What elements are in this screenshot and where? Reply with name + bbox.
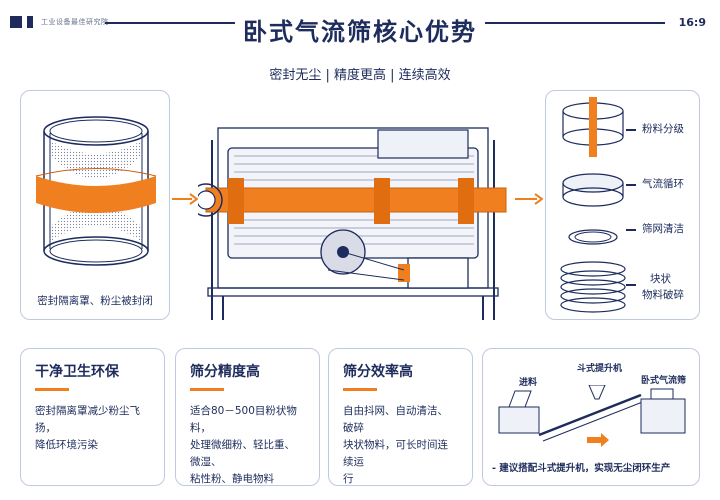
feature-card-clean: 干净卫生环保 密封隔离罩减少粉尘飞扬， 降低环境污染 <box>20 348 165 486</box>
production-line-illustration <box>498 385 686 447</box>
flow-label-bucket-elevator: 斗式提升机 <box>577 364 623 374</box>
part-label-lump: 块状 <box>650 273 671 285</box>
part-label-airflow-circulation: 气流循环 <box>642 178 684 190</box>
feature-card-efficiency-line-3: 行 <box>343 473 354 485</box>
label-leader-3 <box>626 229 636 231</box>
feature-card-precision-line-3: 粘性粉、静电物料 <box>190 473 274 485</box>
feature-card-efficiency-line-2: 块状物料，可长时间连续运 <box>343 439 448 468</box>
sealed-cylinder-illustration <box>35 116 157 266</box>
feature-card-precision-line-1: 适合80－500目粉状物料， <box>190 405 297 434</box>
feature-card-clean-line-2: 降低环境污染 <box>35 439 98 451</box>
production-line-card: 进料 斗式提升机 卧式气流筛 <box>482 348 700 486</box>
part-label-material-crushing: 物料破碎 <box>642 289 684 301</box>
header-rule-left <box>105 22 235 24</box>
part-label-mesh-cleaning: 筛网清洁 <box>642 223 684 235</box>
feature-card-clean-title: 干净卫生环保 <box>35 364 119 380</box>
brand-logo-icon <box>10 16 22 28</box>
accent-bar <box>343 388 377 391</box>
sealed-enclosure-caption: 密封隔离罩、粉尘被封闭 <box>37 295 153 307</box>
feature-card-efficiency-title: 筛分效率高 <box>343 364 413 380</box>
components-panel: 粉料分级 气流循环 筛网清洁 块状 物料破碎 <box>545 90 700 320</box>
feature-card-precision-line-2: 处理微细粉、轻比重、微湿、 <box>190 439 295 468</box>
label-leader-4 <box>626 284 636 286</box>
horizontal-airflow-sieve-machine <box>198 127 507 320</box>
flow-label-sieve: 卧式气流筛 <box>641 376 687 386</box>
feature-card-efficiency: 筛分效率高 自由抖网、自动清洁、破碎 块状物料，可长时间连续运 行 <box>328 348 473 486</box>
page-subtitle: 密封无尘 | 精度更高 | 连续高效 <box>269 68 451 83</box>
feature-card-efficiency-line-1: 自由抖网、自动清洁、破碎 <box>343 405 448 434</box>
accent-bar <box>35 388 69 391</box>
sealed-enclosure-panel: 密封隔离罩、粉尘被封闭 <box>20 90 170 320</box>
header-rule-right <box>485 22 665 24</box>
arrow-machine-to-right-icon <box>515 193 543 205</box>
production-line-note: - 建议搭配斗式提升机，实现无尘闭环生产 <box>492 463 671 474</box>
header-bar: 工业设备最佳研究院 卧式气流筛核心优势 16:9 <box>0 0 720 58</box>
accent-bar <box>190 388 224 391</box>
feature-card-precision: 筛分精度高 适合80－500目粉状物料， 处理微细粉、轻比重、微湿、 粘性粉、静… <box>175 348 320 486</box>
brand-logo-mark-icon <box>27 16 33 28</box>
part-label-powder-grading: 粉料分级 <box>642 123 684 135</box>
brand-name: 工业设备最佳研究院 <box>41 18 109 26</box>
flow-label-feed: 进料 <box>519 378 538 388</box>
feature-card-clean-line-1: 密封隔离罩减少粉尘飞扬， <box>35 405 140 434</box>
brand: 工业设备最佳研究院 <box>10 16 109 28</box>
label-leader-2 <box>626 184 636 186</box>
components-exploded-illustration <box>560 97 626 313</box>
aspect-ratio-label: 16:9 <box>678 16 706 29</box>
arrow-left-to-machine-icon <box>172 193 198 205</box>
label-leader-1 <box>626 129 636 131</box>
feature-card-precision-title: 筛分精度高 <box>190 364 260 380</box>
page-title: 卧式气流筛核心优势 <box>243 18 477 46</box>
